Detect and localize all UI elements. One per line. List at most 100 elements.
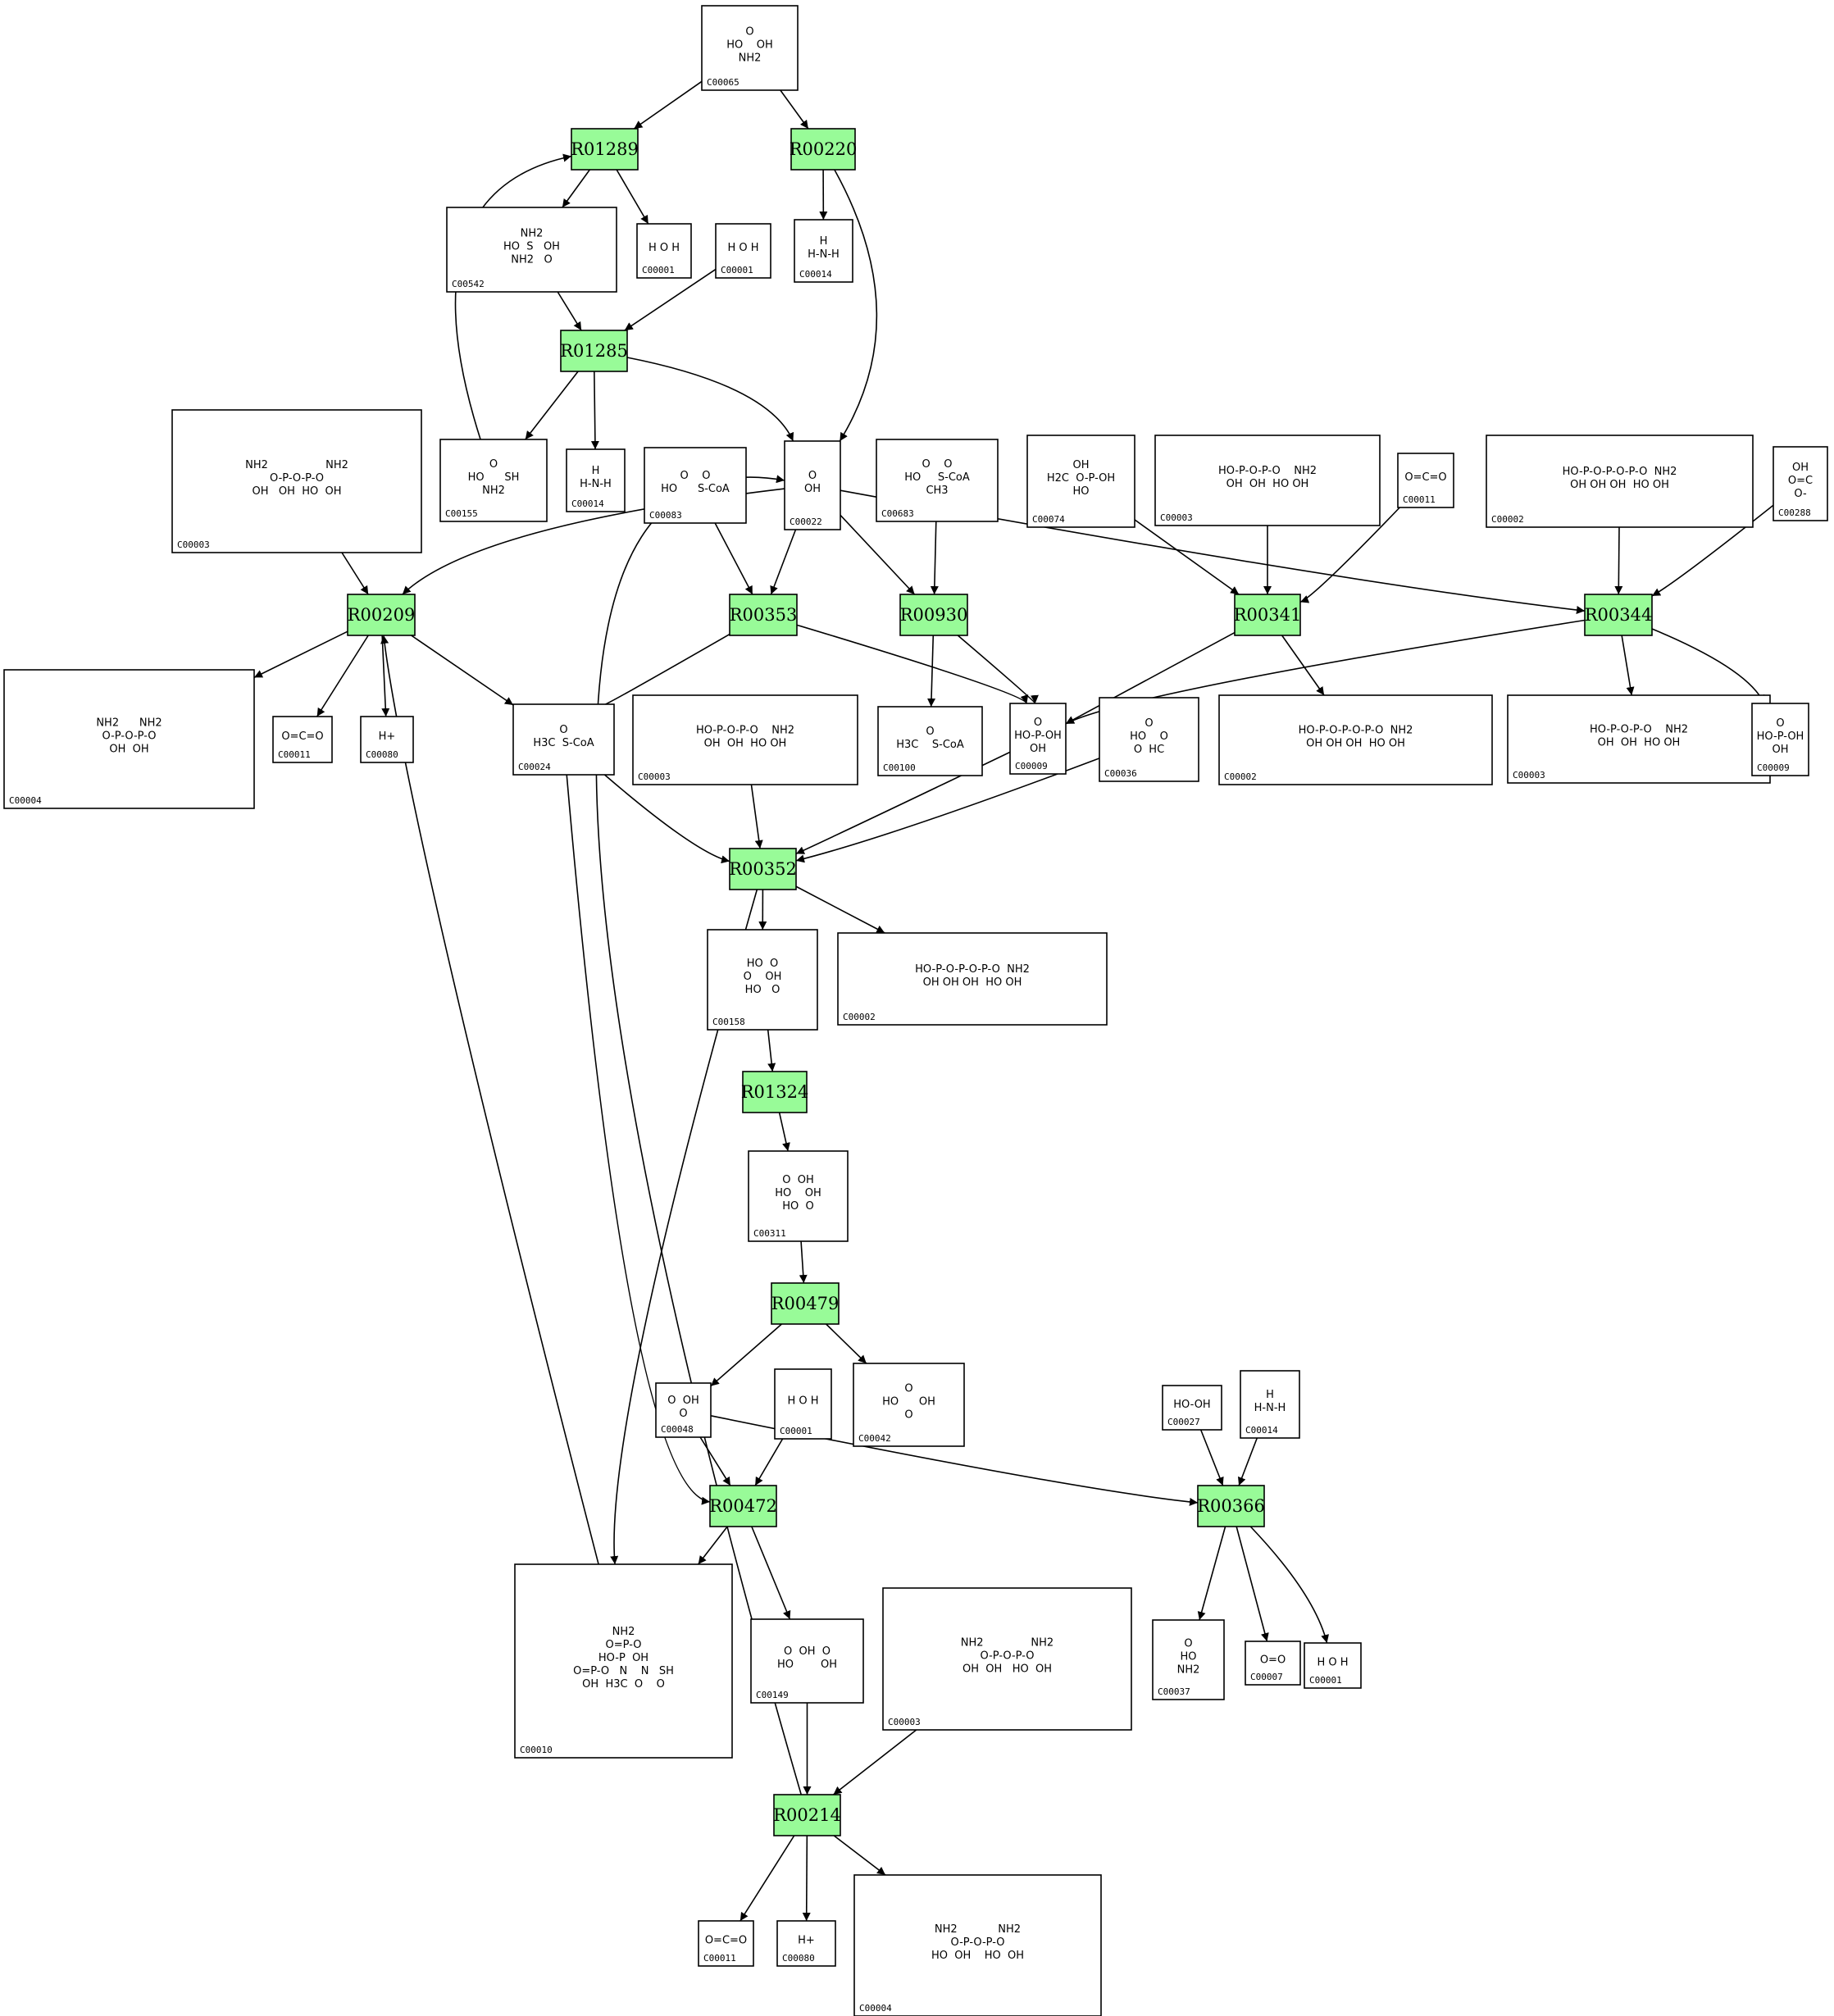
- structure-text: OH: [804, 483, 821, 495]
- structure-text: O O: [922, 458, 953, 471]
- reaction-node-r00930[interactable]: R00930: [899, 594, 968, 636]
- structure-text: H O H: [648, 242, 680, 254]
- compound-box: [774, 1368, 832, 1440]
- compound-id-label: C00149: [756, 1690, 789, 1700]
- reaction-node-r00479[interactable]: R00479: [771, 1282, 840, 1325]
- reaction-node-r01289[interactable]: R01289: [571, 128, 639, 171]
- reaction-node-r00472[interactable]: R00472: [709, 1485, 777, 1527]
- edge-arrow: [930, 521, 939, 595]
- reaction-node-r00214[interactable]: R00214: [773, 1794, 841, 1836]
- reaction-node-r00209[interactable]: R00209: [347, 594, 416, 636]
- reaction-node-r01285[interactable]: R01285: [560, 330, 628, 372]
- compound-box: [514, 1563, 733, 1759]
- structure-text: NH2: [739, 52, 762, 64]
- compound-id-label: C00001: [721, 265, 753, 275]
- reaction-label: R00352: [729, 859, 797, 879]
- reaction-node-r00352[interactable]: R00352: [729, 848, 797, 890]
- structure-text: O=C=O: [281, 730, 323, 743]
- compound-node-c00080[interactable]: H+C00080: [776, 1920, 836, 1967]
- structure-text: H-N-H: [580, 478, 612, 490]
- reaction-node-r00220[interactable]: R00220: [790, 128, 858, 171]
- structure-text: OH OH HO OH: [1226, 478, 1309, 490]
- structure-text: O: [489, 458, 498, 471]
- compound-node-c00288[interactable]: OHO=CO-C00288: [1773, 446, 1828, 521]
- reaction-node-r00344[interactable]: R00344: [1584, 594, 1653, 636]
- structure-text: O: [1145, 717, 1153, 730]
- compound-id-label: C00003: [1513, 770, 1545, 780]
- reaction-node-r00366[interactable]: R00366: [1197, 1485, 1265, 1527]
- structure-text: HO S-CoA: [661, 483, 730, 495]
- structure-text: H: [592, 465, 600, 477]
- compound-box: [1486, 435, 1754, 528]
- reaction-node-r00353[interactable]: R00353: [729, 594, 798, 636]
- structure-text: O-P-O-P-O: [102, 730, 156, 742]
- compound-id-label: C00083: [649, 510, 682, 521]
- reaction-label: R00930: [900, 605, 968, 625]
- structure-text: OH H3C O O: [582, 1678, 665, 1691]
- structure-text: HO OH: [775, 1187, 821, 1199]
- reaction-node-r00341[interactable]: R00341: [1234, 594, 1302, 636]
- reaction-box: [790, 128, 856, 171]
- compound-id-label: C00080: [366, 749, 398, 760]
- edge-arrow: [525, 371, 579, 440]
- compound-node-c00080[interactable]: H+C00080: [360, 716, 414, 763]
- reaction-label: R00353: [730, 605, 798, 625]
- reaction-box: [347, 594, 416, 636]
- edge-arrow: [603, 774, 730, 864]
- compound-id-label: C00042: [858, 1433, 891, 1444]
- edge-arrow: [826, 1323, 867, 1364]
- structure-text: OH: [1072, 459, 1089, 471]
- edge-arrow: [754, 1438, 784, 1486]
- compound-box: [644, 447, 747, 524]
- edge-arrow: [411, 635, 514, 706]
- compound-id-label: C00037: [1158, 1686, 1190, 1697]
- structure-text: O: [679, 1408, 687, 1420]
- edge-arrow: [557, 291, 582, 331]
- reaction-node-r01324[interactable]: R01324: [741, 1071, 809, 1113]
- compound-box: [794, 219, 853, 283]
- reaction-label: R00341: [1234, 605, 1302, 625]
- compound-box: [1009, 703, 1067, 775]
